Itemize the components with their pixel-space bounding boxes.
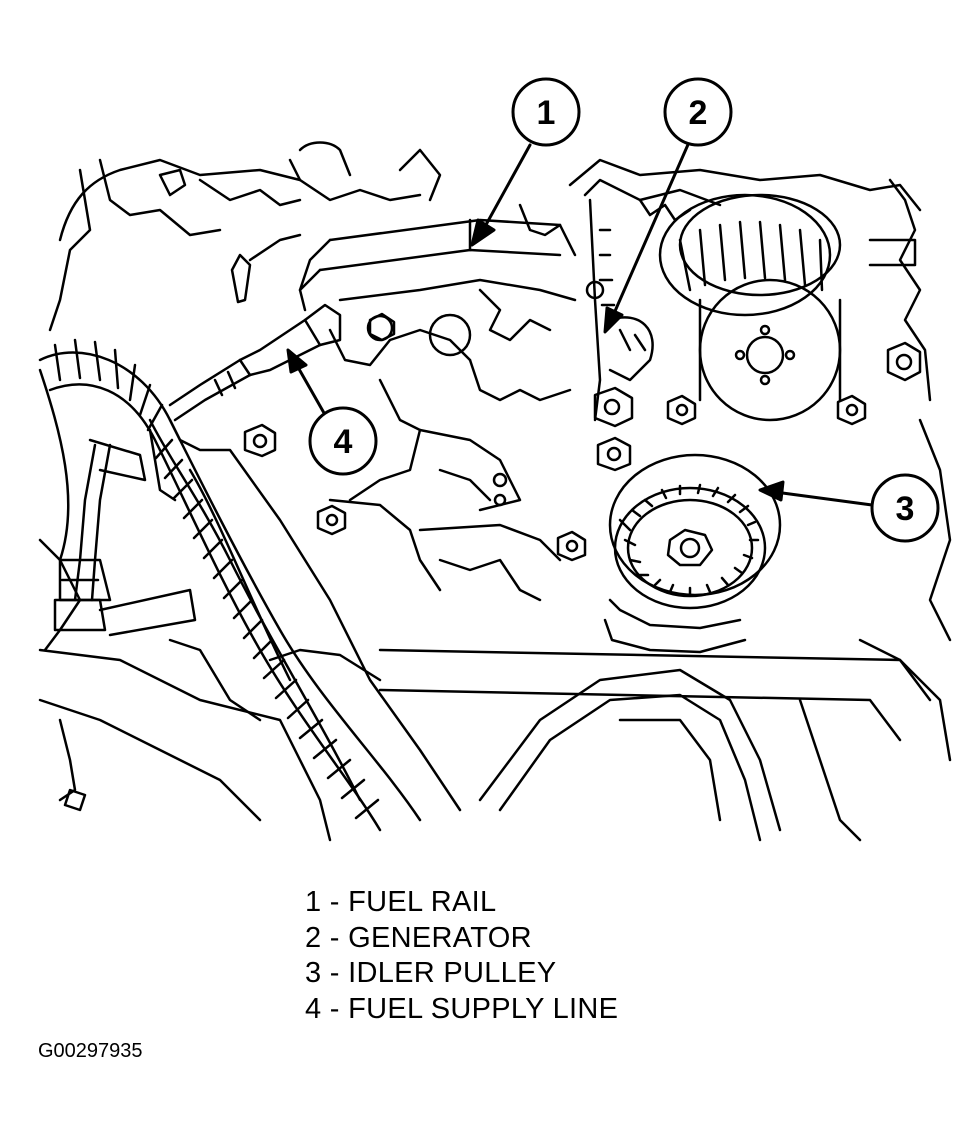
legend-item-fuel-rail: 1 - FUEL RAIL — [305, 886, 497, 918]
legend-item-fuel-supply-line: 4 - FUEL SUPPLY LINE — [305, 992, 619, 1025]
parts-legend: 1 - FUEL RAIL 2 - GENERATOR 3 - IDLER PU… — [305, 885, 618, 1027]
figure-id: G00297935 — [38, 1040, 143, 1062]
fuel-supply-line — [168, 303, 342, 422]
svg-text:3: 3 — [896, 490, 915, 528]
wiring-harness — [38, 338, 462, 832]
engine-block-outline — [38, 141, 952, 762]
fuel-rail — [298, 203, 577, 312]
mounting-bolts — [243, 312, 922, 562]
legend-item-generator: 2 - GENERATOR — [305, 921, 532, 954]
intake-casting — [328, 278, 577, 602]
svg-text:4: 4 — [334, 423, 353, 461]
lower-structure — [38, 638, 932, 842]
generator — [583, 178, 722, 422]
callout-1: 1 — [511, 77, 581, 147]
callout-leaders — [286, 138, 874, 507]
svg-text:2: 2 — [689, 94, 708, 132]
idler-pulley — [603, 453, 782, 654]
callout-4: 4 — [308, 406, 378, 476]
svg-text:1: 1 — [537, 94, 556, 132]
callout-2: 2 — [663, 77, 733, 147]
callout-3: 3 — [870, 473, 940, 543]
engine-line-drawing: 1 2 3 4 — [38, 77, 952, 842]
legend-item-idler-pulley: 3 - IDLER PULLEY — [305, 957, 557, 989]
left-hose-connector — [53, 233, 302, 637]
water-pump-pulley — [658, 193, 842, 422]
